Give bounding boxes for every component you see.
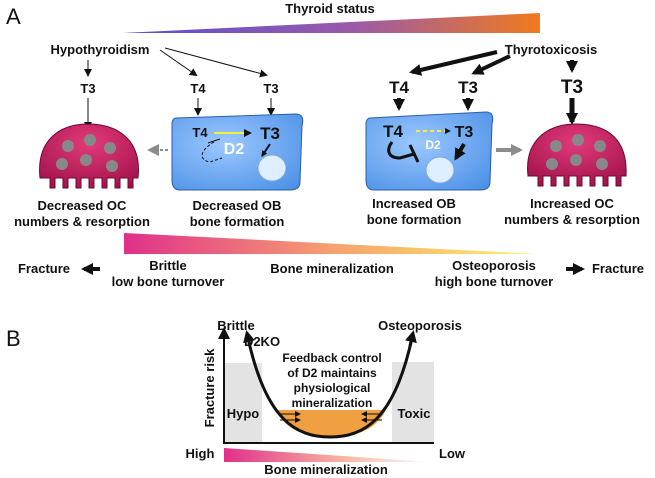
toxic-t3b-label: T3 [561, 77, 583, 98]
cell-right-inhibit-curve [387, 141, 415, 160]
decreased-oc-line1: Decreased OC [38, 198, 127, 213]
toxic-zone-label: Toxic [398, 406, 431, 421]
feedback-line4: mineralization [292, 396, 373, 410]
bone-mineralization-gradient-wedge [124, 233, 538, 254]
cell-right-d2-label: D2 [425, 138, 441, 152]
thyroid-status-gradient-wedge [122, 13, 540, 33]
increased-ob-line1: Increased OB [372, 196, 456, 211]
osteoclast-left [39, 123, 139, 189]
feedback-line3: physiological [294, 381, 371, 395]
increased-ob-line2: bone formation [367, 212, 462, 227]
hypothyroidism-label: Hypothyroidism [51, 42, 150, 57]
cell-left-inhibit-bar [207, 138, 221, 144]
bone-mineralization-b-label: Bone mineralization [264, 462, 388, 477]
bone-mineralization-label: Bone mineralization [270, 261, 394, 276]
panel-a-letter: A [6, 4, 21, 29]
low-label: Low [439, 446, 466, 461]
hypo-to-t4-arrow [159, 49, 198, 77]
increased-oc-line2: numbers & resorption [504, 212, 640, 227]
osteoporosis-b-label: Osteoporosis [378, 318, 462, 333]
fracture-right-label: Fracture [592, 261, 644, 276]
d2ko-label: D2KO [244, 334, 280, 349]
hypo-zone-shade [224, 363, 262, 443]
brittle-line2: low bone turnover [112, 274, 225, 289]
osteoblast-right-cell [365, 111, 494, 191]
u-curve-right-tip-arrow [405, 330, 417, 347]
thyrotoxicosis-label: Thyrotoxicosis [505, 42, 597, 57]
osteoblast-left-cell [171, 113, 304, 191]
cell-right-inhibit-bar [408, 144, 420, 163]
cell-right-t3-label: T3 [455, 124, 474, 141]
hypo-t4-label: T4 [190, 81, 206, 96]
decreased-ob-line1: Decreased OB [193, 198, 282, 213]
hypo-t3b-label: T3 [263, 81, 278, 96]
bone-mineralization-b-wedge [224, 448, 432, 462]
high-label: High [186, 446, 215, 461]
thyroid-status-label: Thyroid status [285, 1, 375, 16]
cell-right-t4-label: T4 [383, 122, 403, 141]
osteoporosis-line1: Osteoporosis [452, 258, 536, 273]
hypo-to-t3b-arrow [164, 47, 268, 78]
fracture-risk-axis-label: Fracture risk [202, 348, 217, 428]
cell-left-d2-label: D2 [224, 141, 245, 158]
hypo-zone-label: Hypo [227, 406, 260, 421]
hypo-t3-label: T3 [80, 81, 95, 96]
increased-oc-line1: Increased OC [530, 196, 614, 211]
toxic-zone-shade [392, 362, 434, 443]
feedback-line2: of D2 maintains [287, 366, 377, 380]
decreased-oc-line2: numbers & resorption [14, 214, 150, 229]
cell-left-t3-nucleus-arrow [261, 143, 271, 157]
brittle-b-label: Brittle [217, 318, 255, 333]
osteoporosis-line2: high bone turnover [435, 274, 553, 289]
decreased-ob-line2: bone formation [190, 214, 285, 229]
panel-b-letter: B [6, 326, 21, 351]
toxic-t3-label: T3 [458, 78, 478, 97]
fracture-left-label: Fracture [18, 261, 70, 276]
cell-right-t3-nucleus-arrow [454, 143, 466, 161]
fracture-risk-u-curve [246, 337, 414, 439]
toxic-to-t3-arrow [471, 54, 511, 75]
brittle-line1: Brittle [149, 258, 187, 273]
toxic-to-t4-arrow [409, 50, 498, 76]
feedback-line1: Feedback control [282, 351, 381, 365]
cell-left-t3-label: T3 [260, 124, 280, 143]
cell-left-t4-label: T4 [192, 125, 208, 140]
u-curve-left-tip-arrow [243, 330, 255, 347]
osteoclast-right [527, 123, 627, 187]
toxic-t4-label: T4 [389, 78, 409, 97]
